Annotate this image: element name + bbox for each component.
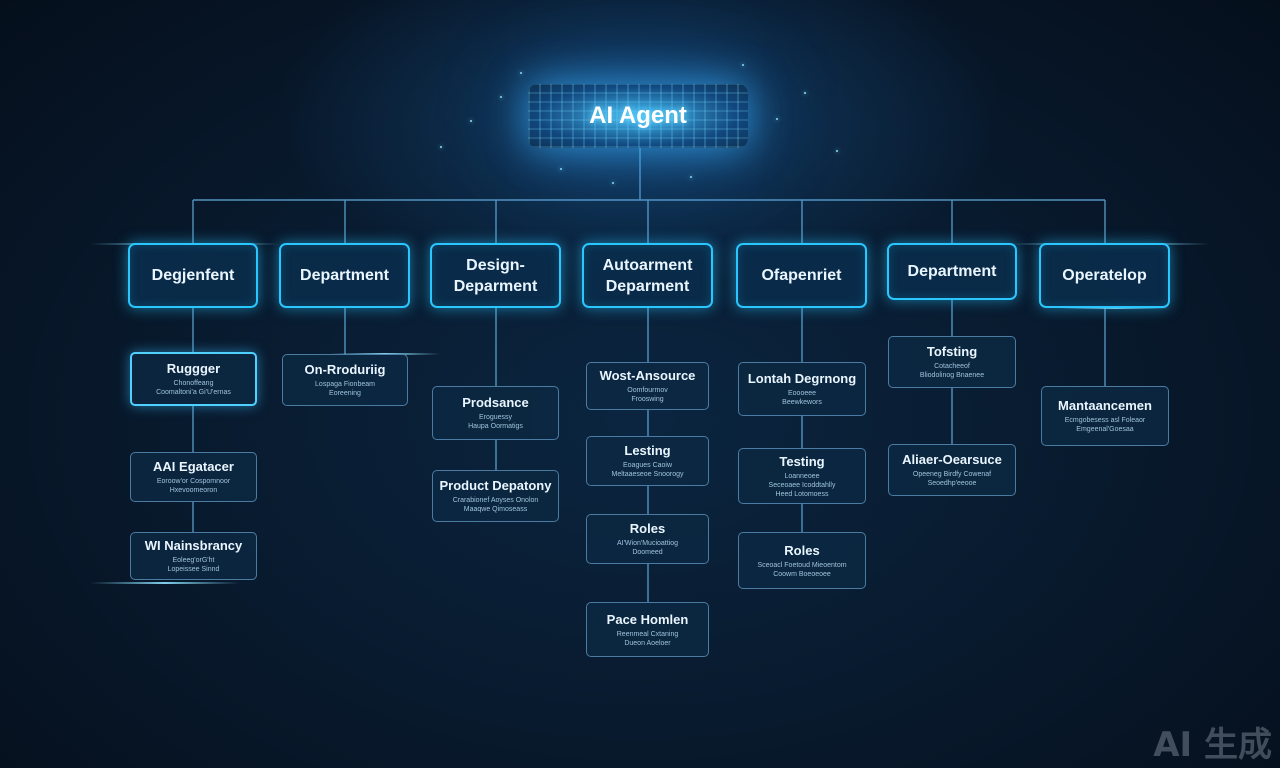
role-title: Tofsting — [926, 344, 978, 359]
role-node: Pace Homlen Reenmeal Cxtaning Dueon Aoel… — [586, 602, 709, 657]
department-node-6: Department — [887, 243, 1017, 300]
sparkle-icon — [836, 150, 838, 152]
role-description: Sceoacl Foetoud Mieoentom Coowm Boeoeoee — [757, 561, 847, 578]
light-flare — [90, 582, 240, 584]
role-description: Crarabionef Aoyses Onolon Maaqwe Qimosea… — [452, 497, 539, 513]
department-node-4: Autoarment Deparment — [582, 243, 713, 308]
department-label: Department — [907, 263, 997, 280]
role-description: Loanneoee Seceoaee Icoddtahlly Heed Loto… — [768, 472, 836, 498]
root-node-ai-agent: AI Agent — [528, 84, 748, 148]
department-node-3: Design- Deparment — [430, 243, 561, 308]
sparkle-icon — [776, 118, 778, 120]
role-description: Ecmgobesess asl Foleaor Emgeenal'Goesaa — [1064, 417, 1146, 433]
department-label: Operatelop — [1062, 267, 1147, 284]
sparkle-icon — [690, 176, 692, 178]
role-node: Roles AI'Wion'Mucioattiog Doomeed — [586, 514, 709, 564]
department-label: Department — [300, 267, 389, 284]
root-node-label: AI Agent — [589, 102, 687, 129]
department-node-1: Degjenfent — [128, 243, 258, 308]
role-description: AI'Wion'Mucioattiog Doomeed — [616, 540, 679, 556]
role-node: Testing Loanneoee Seceoaee Icoddtahlly H… — [738, 448, 866, 504]
role-title: Testing — [779, 453, 825, 469]
role-node: Tofsting Cotacheeof Bliodolinog Bnaenee — [888, 336, 1016, 388]
role-node: Wost-Ansource Oomfourmov Frooswing — [586, 362, 709, 410]
department-label: Ofapenriet — [761, 267, 842, 284]
sparkle-icon — [804, 92, 806, 94]
role-title: Lesting — [624, 443, 671, 458]
department-node-2: Department — [279, 243, 410, 308]
role-node: Aliaer-Oearsuce Opeeneg Birdfy Cowenaf S… — [888, 444, 1016, 496]
light-flare — [1060, 307, 1170, 309]
role-title: Lontah Degrnong — [747, 371, 857, 386]
role-description: Chonoffeang Coomaltoni'a Gi'U'ernas — [156, 380, 231, 396]
department-label: Autoarment Deparment — [602, 256, 693, 295]
role-description: Eoleeg'orG'ht Lopeissee Sinnd — [167, 557, 220, 573]
sparkle-icon — [742, 64, 744, 66]
role-description: Cotacheeof Bliodolinog Bnaenee — [919, 363, 985, 379]
role-description: Eoooeee Beewkewors — [782, 390, 822, 406]
role-title: On-Rroduriig — [304, 362, 386, 377]
sparkle-icon — [440, 146, 442, 148]
role-title: WI Nainsbrancy — [144, 538, 243, 553]
role-node: Ruggger Chonoffeang Coomaltoni'a Gi'U'er… — [130, 352, 257, 406]
department-node-5: Ofapenriet — [736, 243, 867, 308]
role-node: WI Nainsbrancy Eoleeg'orG'ht Lopeissee S… — [130, 532, 257, 580]
role-title: Pace Homlen — [606, 611, 689, 627]
watermark: AI 生成 — [1153, 725, 1272, 765]
role-node: Roles Sceoacl Foetoud Mieoentom Coowm Bo… — [738, 532, 866, 589]
role-title: Roles — [629, 521, 666, 536]
role-description: Eoroow'or Cospomnoor Hxevoomeoron — [156, 478, 231, 494]
sparkle-icon — [612, 182, 614, 184]
role-node: Mantaancemen Ecmgobesess asl Foleaor Emg… — [1041, 386, 1169, 446]
role-title: Product Depatony — [439, 478, 552, 493]
role-title: Roles — [784, 542, 820, 558]
sparkle-icon — [470, 120, 472, 122]
role-node: Lontah Degrnong Eoooeee Beewkewors — [738, 362, 866, 416]
department-label: Design- Deparment — [453, 256, 538, 295]
role-description: Oomfourmov Frooswing — [627, 387, 668, 403]
role-node: Prodsance Eroguessy Haupa Oormatigs — [432, 386, 559, 440]
role-description: Eroguessy Haupa Oormatigs — [468, 414, 523, 430]
sparkle-icon — [560, 168, 562, 170]
role-title: Prodsance — [462, 395, 529, 410]
department-node-7: Operatelop — [1039, 243, 1170, 308]
role-description: Eoagues Caoiw Meltaaeseoe Snoorogy — [611, 462, 684, 478]
role-title: Aliaer-Oearsuce — [902, 452, 1002, 467]
role-node: Product Depatony Crarabionef Aoyses Onol… — [432, 470, 559, 522]
role-title: Ruggger — [166, 361, 221, 376]
sparkle-icon — [520, 72, 522, 74]
role-description: Opeeneg Birdfy Cowenaf Seoedhp'eeooe — [912, 471, 992, 487]
role-description: Reenmeal Cxtaning Dueon Aoeloer — [616, 630, 679, 647]
role-description: Lospaga Fionbeam Eoreening — [315, 381, 375, 397]
role-title: Wost-Ansource — [599, 368, 696, 383]
role-node: AAI Egatacer Eoroow'or Cospomnoor Hxevoo… — [130, 452, 257, 502]
role-node: Lesting Eoagues Caoiw Meltaaeseoe Snooro… — [586, 436, 709, 486]
sparkle-icon — [500, 96, 502, 98]
department-label: Degjenfent — [151, 267, 235, 284]
role-title: Mantaancemen — [1058, 398, 1152, 413]
role-title: AAI Egatacer — [153, 459, 234, 474]
role-node: On-Rroduriig Lospaga Fionbeam Eoreening — [282, 354, 408, 406]
